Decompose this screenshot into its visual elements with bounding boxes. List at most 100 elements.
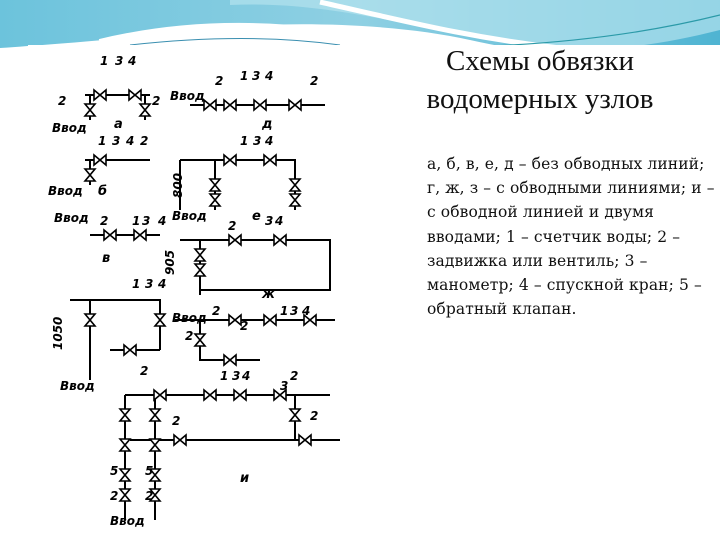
dimension-label: 905 bbox=[163, 250, 177, 275]
part-number-label: 4 bbox=[264, 69, 273, 83]
valve-icon bbox=[228, 313, 242, 327]
water-meter-schemes-diagram: Ввод Ввод Ввод Ввод Ввод Ввод Ввод Ввод … bbox=[48, 54, 340, 528]
inlet-label: Ввод bbox=[52, 121, 87, 135]
part-number-label: 1 bbox=[132, 214, 140, 228]
part-number-label: 4 bbox=[127, 54, 136, 68]
valve-icon bbox=[153, 388, 167, 402]
valve-icon bbox=[118, 438, 132, 452]
valve-icon bbox=[148, 408, 162, 422]
slide-title: Схемы обвязки водомерных узлов bbox=[380, 42, 700, 118]
scheme-letter: б bbox=[98, 184, 107, 199]
pipe-line bbox=[180, 239, 331, 291]
part-number-label: 1 bbox=[240, 134, 248, 148]
valve-icon bbox=[263, 313, 277, 327]
valve-icon bbox=[133, 228, 147, 242]
valve-icon bbox=[288, 98, 302, 112]
valve-icon bbox=[83, 313, 97, 327]
valve-icon bbox=[223, 153, 237, 167]
valve-icon bbox=[288, 178, 302, 192]
inlet-label: Ввод bbox=[48, 184, 83, 198]
part-number-label: 5 bbox=[145, 464, 153, 478]
valve-icon bbox=[118, 488, 132, 502]
part-number-label: 2 bbox=[240, 319, 248, 333]
part-number-label: 1 bbox=[100, 54, 108, 68]
valve-icon bbox=[93, 88, 107, 102]
valve-icon bbox=[193, 333, 207, 347]
part-number-label: 2 bbox=[215, 74, 223, 88]
valve-icon bbox=[153, 313, 167, 327]
valve-icon bbox=[83, 103, 97, 117]
part-number-label: 3 bbox=[280, 379, 288, 393]
part-number-label: 2 bbox=[140, 134, 148, 148]
part-number-label: 3 bbox=[112, 134, 120, 148]
part-number-label: 3 bbox=[145, 277, 153, 291]
valve-icon bbox=[263, 153, 277, 167]
part-number-label: 4 bbox=[157, 214, 166, 228]
legend-description: а, б, в, е, д – без обводных линий; г, ж… bbox=[427, 155, 715, 319]
valve-icon bbox=[83, 168, 97, 182]
valve-icon bbox=[203, 388, 217, 402]
scheme-letter: а bbox=[114, 117, 123, 132]
valve-icon bbox=[298, 433, 312, 447]
valve-icon bbox=[253, 98, 267, 112]
valve-icon bbox=[223, 353, 237, 367]
valve-icon bbox=[123, 343, 137, 357]
scheme-letter: в bbox=[102, 251, 110, 266]
valve-icon bbox=[193, 248, 207, 262]
inlet-label: Ввод bbox=[60, 379, 95, 393]
valve-icon bbox=[148, 468, 162, 482]
part-number-label: 3 bbox=[252, 69, 260, 83]
valve-icon bbox=[193, 263, 207, 277]
part-number-label: 2 bbox=[310, 74, 318, 88]
valve-icon bbox=[93, 153, 107, 167]
valve-icon bbox=[203, 98, 217, 112]
valve-icon bbox=[303, 313, 317, 327]
dimension-label: 1050 bbox=[51, 317, 65, 350]
part-number-label: 2 bbox=[100, 214, 108, 228]
valve-icon bbox=[103, 228, 117, 242]
inlet-label: Ввод bbox=[170, 89, 205, 103]
part-number-label: 3 bbox=[290, 304, 298, 318]
part-number-label: 4 bbox=[264, 134, 273, 148]
valve-icon bbox=[148, 488, 162, 502]
part-number-label: 3 bbox=[265, 214, 273, 228]
part-number-label: 2 bbox=[58, 94, 66, 108]
part-number-label: 4 bbox=[274, 214, 283, 228]
part-number-label: 2 bbox=[212, 304, 220, 318]
part-number-label: 2 bbox=[140, 364, 148, 378]
part-number-label: 1 bbox=[98, 134, 106, 148]
valve-icon bbox=[148, 438, 162, 452]
scheme-letter: ж bbox=[261, 287, 276, 302]
dimension-label: 800 bbox=[171, 173, 185, 198]
part-number-label: 2 bbox=[172, 414, 180, 428]
part-number-label: 1 bbox=[220, 369, 228, 383]
part-number-label: 2 bbox=[228, 219, 236, 233]
valve-icon bbox=[273, 388, 287, 402]
part-number-label: 4 bbox=[157, 277, 166, 291]
valve-icon bbox=[228, 233, 242, 247]
part-number-label: 2 bbox=[290, 369, 298, 383]
valve-icon bbox=[288, 408, 302, 422]
part-number-label: 3 bbox=[232, 369, 240, 383]
part-number-label: 1 bbox=[240, 69, 248, 83]
valve-icon bbox=[118, 408, 132, 422]
part-number-label: 3 bbox=[253, 134, 261, 148]
pipe-line bbox=[180, 159, 296, 210]
part-number-label: 2 bbox=[145, 489, 153, 503]
part-number-label: 2 bbox=[310, 409, 318, 423]
valve-icon bbox=[208, 193, 222, 207]
part-number-label: 2 bbox=[110, 489, 118, 503]
part-number-label: 2 bbox=[185, 329, 193, 343]
valve-icon bbox=[273, 233, 287, 247]
part-number-label: 5 bbox=[110, 464, 118, 478]
valve-icon bbox=[138, 103, 152, 117]
part-number-label: 3 bbox=[142, 214, 150, 228]
pipe-line bbox=[70, 299, 161, 350]
title-line-2: водомерных узлов bbox=[426, 83, 654, 115]
part-number-label: 1 bbox=[132, 277, 140, 291]
part-number-label: 1 bbox=[280, 304, 288, 318]
inlet-label: Ввод bbox=[54, 211, 89, 225]
part-number-label: 2 bbox=[152, 94, 160, 108]
valve-icon bbox=[223, 98, 237, 112]
scheme-letter: д bbox=[261, 117, 273, 132]
